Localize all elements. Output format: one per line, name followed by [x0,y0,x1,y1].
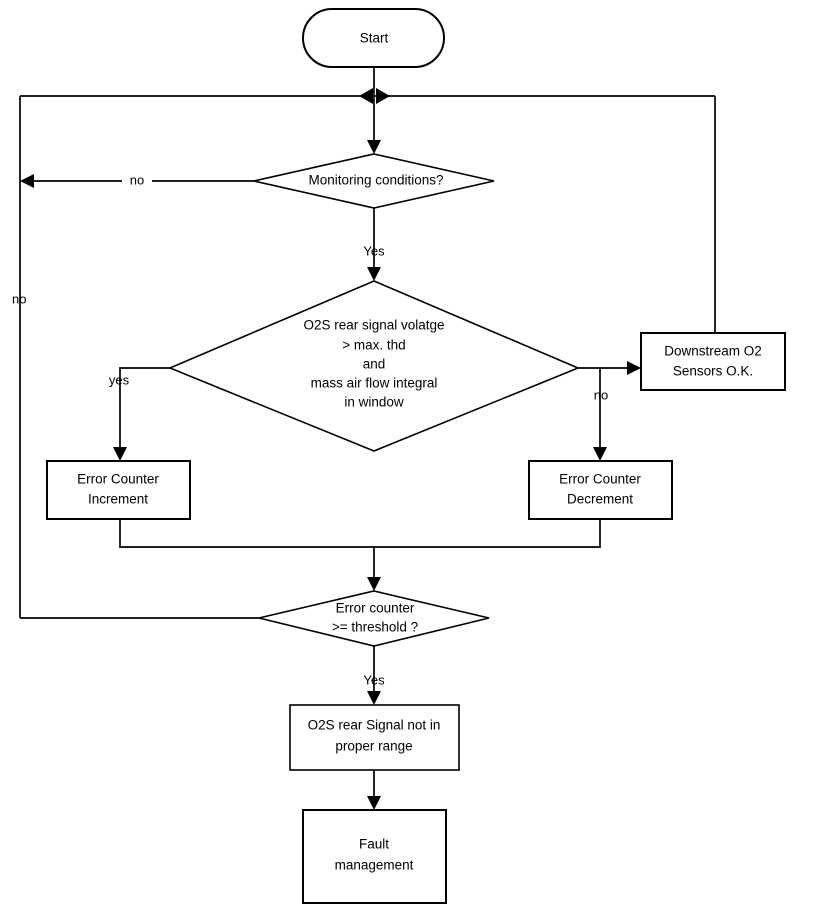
arrowhead-signal-no-decrement [593,447,607,461]
signal-check-diamond [167,280,581,452]
downstream-ok-line-1: Downstream O2 [664,344,762,359]
arrowhead-to-fault [367,796,381,810]
signal-not-in-range-line-1: O2S rear Signal not in [308,718,441,733]
counter-decrement-line-2: Decrement [567,492,633,507]
arrowhead-signal-yes [113,447,127,461]
counter-increment-line-2: Increment [88,492,148,507]
signal-not-in-range-line-2: proper range [335,739,412,754]
signal-not-in-range-box[interactable] [289,704,460,771]
edge-signal-yes [119,367,170,455]
edge-label-signal-no: no [594,387,608,402]
downstream-ok-box[interactable] [640,332,786,391]
fault-management-box[interactable] [302,809,447,904]
monitoring-conditions-label: Monitoring conditions? [308,173,443,188]
threshold-check-line-1: Error counter [336,601,415,616]
fault-management-line-1: Fault [359,837,389,852]
threshold-check-diamond [258,590,490,647]
signal-check-line-2: > max. thd [342,338,405,353]
downstream-ok-line-2: Sensors O.K. [673,364,753,379]
arrowhead-monitoring-yes [367,267,381,281]
counter-decrement-line-1: Error Counter [559,472,641,487]
arrowhead-monitoring-no [20,174,34,188]
threshold-check-line-2: >= threshold ? [332,620,418,635]
counter-decrement-box[interactable] [528,460,673,520]
counter-increment-box[interactable] [46,460,191,520]
signal-check-line-3: and [363,357,386,372]
counter-increment-line-1: Error Counter [77,472,159,487]
edge-label-monitoring-no: no [130,172,144,187]
arrowhead-merge-left [359,88,373,104]
edge-label-threshold-yes: Yes [363,672,385,687]
start-label: Start [360,31,389,46]
arrowhead-threshold-yes [367,691,381,705]
edge-label-loop-back-no: no [12,291,26,306]
arrowhead-signal-no-downstream [627,361,641,375]
edge-label-backdrop-monitoring-no [122,172,152,190]
start-terminator[interactable] [302,8,445,68]
fault-management-line-2: management [335,858,414,873]
arrowhead-to-threshold [367,577,381,591]
arrowhead-to-monitoring [367,140,381,154]
edge-label-signal-yes: yes [109,372,130,387]
edge-label-monitoring-yes: Yes [363,243,385,258]
signal-check-line-1: O2S rear signal volatge [303,318,444,333]
edge-decrement-to-merge [374,519,601,548]
signal-check-line-5: in window [344,395,404,410]
edge-increment-to-merge [119,519,374,548]
signal-check-line-4: mass air flow integral [311,376,438,391]
arrowhead-merge-right [376,88,390,104]
